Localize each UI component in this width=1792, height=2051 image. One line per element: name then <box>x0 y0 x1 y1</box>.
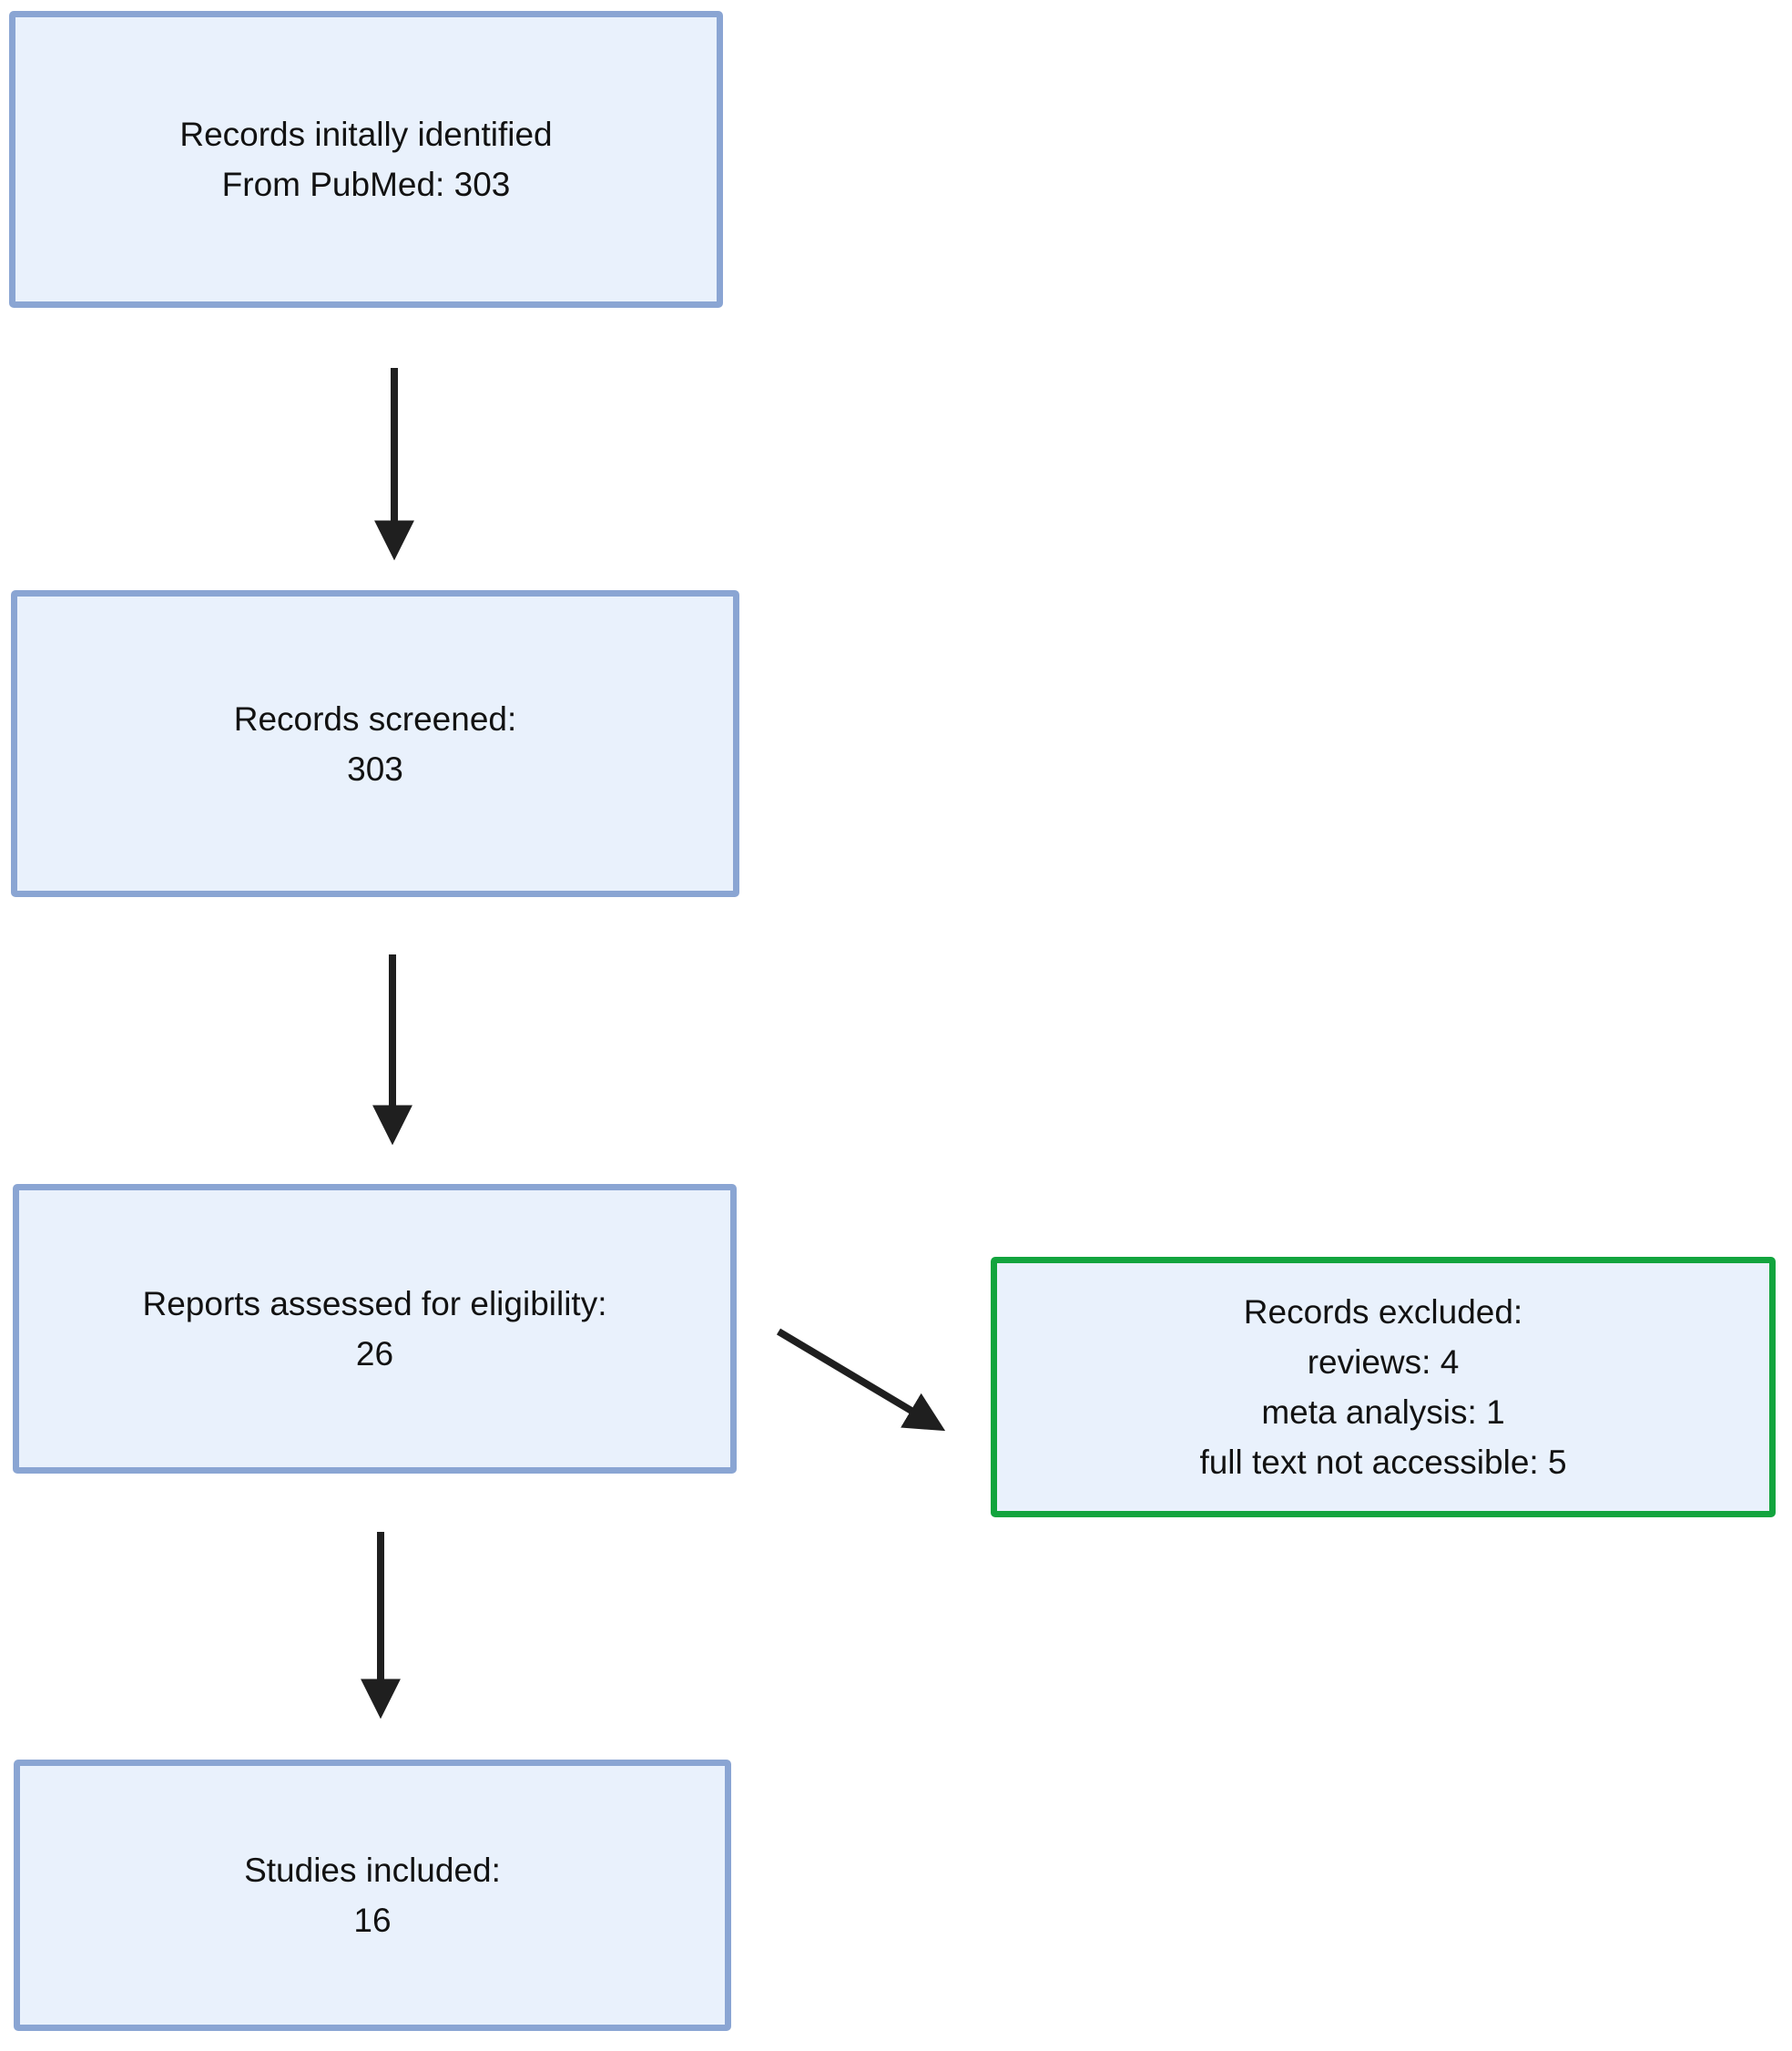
excluded-meta-analysis-count: meta analysis: 1 <box>1261 1393 1505 1431</box>
reports-assessed-count: 26 <box>355 1335 394 1372</box>
records-screened-label: Records screened: <box>233 699 517 738</box>
flow-box-records-screened: Records screened: 303 <box>11 590 739 897</box>
flow-box-reports-assessed: Reports assessed for eligibility: 26 <box>13 1184 737 1474</box>
flow-box-records-excluded: Records excluded: reviews: 4 meta analys… <box>991 1257 1776 1517</box>
excluded-reviews-count: reviews: 4 <box>1307 1343 1460 1381</box>
arrow-assessed-to-excluded <box>776 1328 946 1432</box>
records-identified-count: From PubMed: 303 <box>221 166 511 203</box>
records-screened-count: 303 <box>347 750 403 788</box>
records-identified-label: Records initally identified <box>179 116 553 153</box>
flow-box-studies-included: Studies included: 16 <box>14 1760 731 2031</box>
flow-box-records-identified: Records initally identified From PubMed:… <box>9 11 723 308</box>
records-excluded-label: Records excluded: <box>1243 1293 1523 1331</box>
studies-included-count: 16 <box>353 1902 392 1939</box>
studies-included-label: Studies included: <box>244 1852 501 1889</box>
excluded-full-text-count: full text not accessible: 5 <box>1199 1444 1567 1481</box>
reports-assessed-label: Reports assessed for eligibility: <box>142 1285 607 1322</box>
